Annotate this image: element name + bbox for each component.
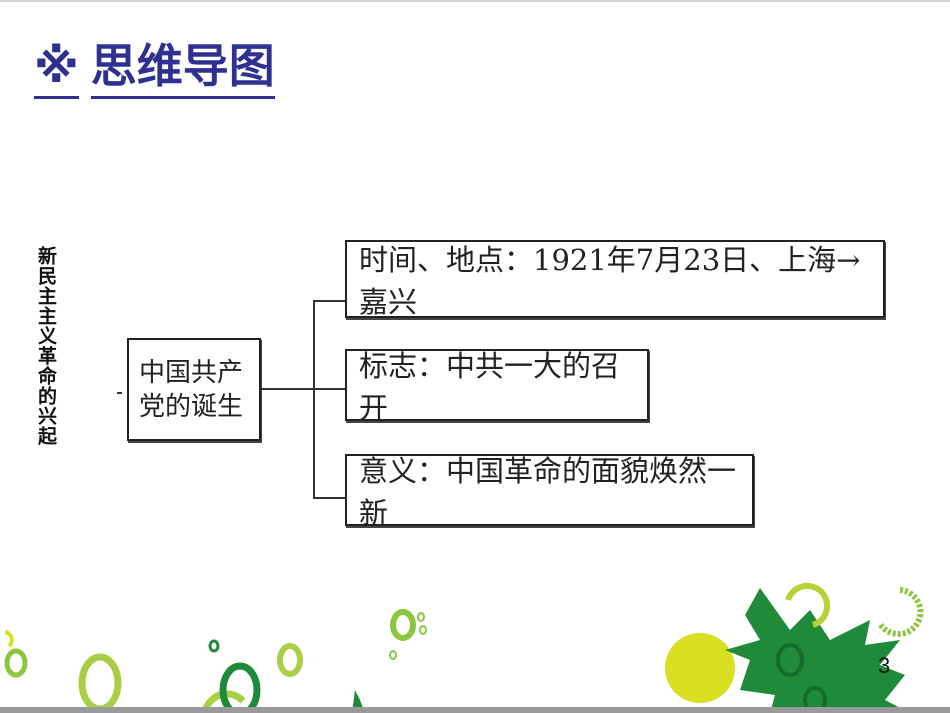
- connector-branch-2: [313, 388, 345, 390]
- branch-label: 标志：中共一大的召开: [359, 349, 621, 425]
- leaf-bubbles-decoration: [4, 582, 924, 713]
- slide-title: ※ 思维导图: [34, 38, 275, 99]
- connector-branch-1: [313, 300, 345, 302]
- mindmap-branch-node: 时间、地点：1921年7月23日、上海→嘉兴: [345, 240, 885, 319]
- connector-root-trunk: [261, 388, 315, 390]
- side-label: 新民主主义革命的兴起: [35, 246, 57, 446]
- page-number: 3: [878, 653, 891, 678]
- root-node-label: 中国共产党的诞生: [139, 357, 244, 422]
- reference-mark-icon: ※: [34, 38, 79, 99]
- connector-branch-3: [313, 497, 345, 499]
- branch-label: 意义：中国革命的面貌焕然一新: [359, 454, 737, 530]
- slide-title-text: 思维导图: [90, 38, 275, 99]
- side-connector: [117, 392, 122, 394]
- mindmap-root-node: 中国共产党的诞生: [127, 338, 261, 441]
- top-border: [0, 0, 950, 2]
- connector-vertical: [313, 300, 315, 499]
- mindmap-branch-node: 意义：中国革命的面貌焕然一新: [345, 454, 754, 530]
- bottom-border: [0, 707, 950, 713]
- branch-label: 时间、地点：1921年7月23日、上海→嘉兴: [359, 243, 861, 319]
- mindmap-branch-node: 标志：中共一大的召开: [345, 349, 649, 425]
